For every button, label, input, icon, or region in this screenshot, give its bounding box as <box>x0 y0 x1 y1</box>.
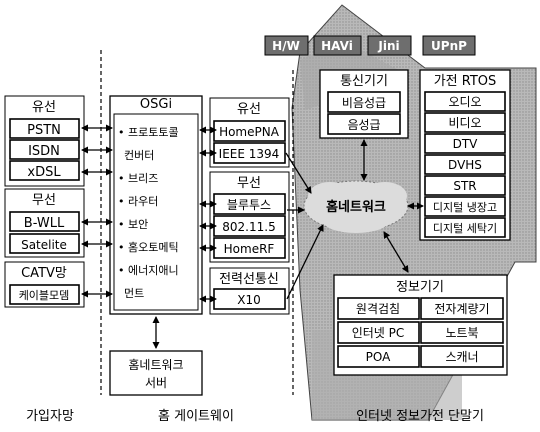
tag-jini-label: Jini <box>377 39 399 53</box>
access-wired-group: 유선 PSTN ISDN xDSL <box>5 96 84 186</box>
rtos-item-label: STR <box>453 179 476 193</box>
osgi-line: • 프로토토콜 <box>118 126 179 139</box>
home-wireless-item-label: HomeRF <box>224 242 275 256</box>
server-line1: 홈네트워크 <box>128 358 183 372</box>
home-wireless-item-label: 802.11.5 <box>222 220 275 234</box>
powerline-title: 전력선통신 <box>219 272 279 287</box>
home-network-center-label: 홈네트워크 <box>326 199 386 215</box>
home-wireless-title: 무선 <box>237 176 261 191</box>
info-cell-label: 인터넷 PC <box>352 326 405 340</box>
info-devices-group: 정보기기 원격검침 전자계량기 인터넷 PC 노트북 POA 스캐너 <box>334 275 507 375</box>
access-wireless-title: 무선 <box>32 193 56 208</box>
access-wireless-item-label: Satelite <box>21 238 67 252</box>
osgi-title: OSGi <box>140 97 172 112</box>
osgi-line: • 브리즈 <box>118 172 158 185</box>
access-catv-group: CATV망 케이블모뎀 <box>5 262 84 307</box>
tag-upnp-label: UPnP <box>431 39 467 53</box>
access-wireless-item-label: B-WLL <box>24 216 65 231</box>
access-wired-item-label: ISDN <box>28 144 60 159</box>
rtos-title: 가전 RTOS <box>434 74 497 89</box>
footer-subscriber-network: 가입자망 <box>26 409 74 424</box>
access-wired-item-label: PSTN <box>27 123 61 138</box>
access-wired-item-label: xDSL <box>27 165 61 180</box>
home-network-server: 홈네트워크 서버 <box>110 351 202 395</box>
home-wired-title: 유선 <box>237 102 261 117</box>
powerline-item-label: X10 <box>237 293 261 307</box>
osgi-line: 컨버터 <box>124 149 154 162</box>
comm-item-label: 음성급 <box>347 118 380 132</box>
tag-hw-label: H/W <box>272 39 300 53</box>
access-catv-title: CATV망 <box>21 266 67 281</box>
osgi-box: OSGi • 프로토토콜 컨버터 • 브리즈 • 라우터 • 보안 • 홈오토메… <box>110 96 202 314</box>
info-cell-label: 스캐너 <box>445 350 478 364</box>
powerline-group: 전력선통신 X10 <box>210 268 289 314</box>
access-wireless-group: 무선 B-WLL Satelite <box>5 189 84 257</box>
access-wired-title: 유선 <box>32 100 56 115</box>
home-wired-item-label: HomePNA <box>219 125 280 139</box>
server-line2: 서버 <box>145 376 167 390</box>
rtos-item-label: DTV <box>453 137 479 151</box>
info-cell-label: 노트북 <box>445 326 478 340</box>
osgi-line: 먼트 <box>124 287 144 300</box>
info-cell-label: POA <box>366 350 391 364</box>
comm-devices-group: 통신기기 비음성급 음성급 <box>320 70 408 138</box>
comm-title: 통신기기 <box>340 74 388 89</box>
home-wireless-group: 무선 블루투스 802.11.5 HomeRF <box>210 172 289 262</box>
tag-havi-label: HAVi <box>321 39 353 53</box>
rtos-item-label: 디지털 세탁기 <box>433 222 497 235</box>
footer-internet-appliance-terminal: 인터넷 정보가전 단말기 <box>356 409 484 424</box>
comm-item-label: 비음성급 <box>342 96 386 110</box>
info-title: 정보기기 <box>396 280 444 295</box>
appliance-rtos-group: 가전 RTOS 오디오 비디오 DTV DVHS STR 디지털 냉장고 디지털… <box>420 70 510 240</box>
home-wired-item-label: IEEE 1394 <box>219 147 280 161</box>
info-cell-label: 원격검침 <box>356 302 400 316</box>
osgi-line: • 에너지애니 <box>118 264 179 277</box>
home-wireless-item-label: 블루투스 <box>227 198 271 212</box>
info-cell-label: 전자계량기 <box>434 302 489 316</box>
osgi-line: • 홈오토메틱 <box>118 240 179 254</box>
rtos-item-label: 비디오 <box>448 116 481 130</box>
osgi-line: • 보안 <box>118 218 148 231</box>
osgi-line: • 라우터 <box>118 195 158 208</box>
access-catv-item-label: 케이블모뎀 <box>19 289 70 302</box>
footer-home-gateway: 홈 게이트웨이 <box>158 409 234 424</box>
rtos-item-label: 디지털 냉장고 <box>433 201 497 214</box>
home-wired-group: 유선 HomePNA IEEE 1394 <box>210 98 289 167</box>
rtos-item-label: DVHS <box>448 158 482 172</box>
top-tags: H/W HAVi Jini UPnP <box>265 36 475 55</box>
rtos-item-label: 오디오 <box>448 95 481 109</box>
osgi-inner <box>114 114 198 310</box>
